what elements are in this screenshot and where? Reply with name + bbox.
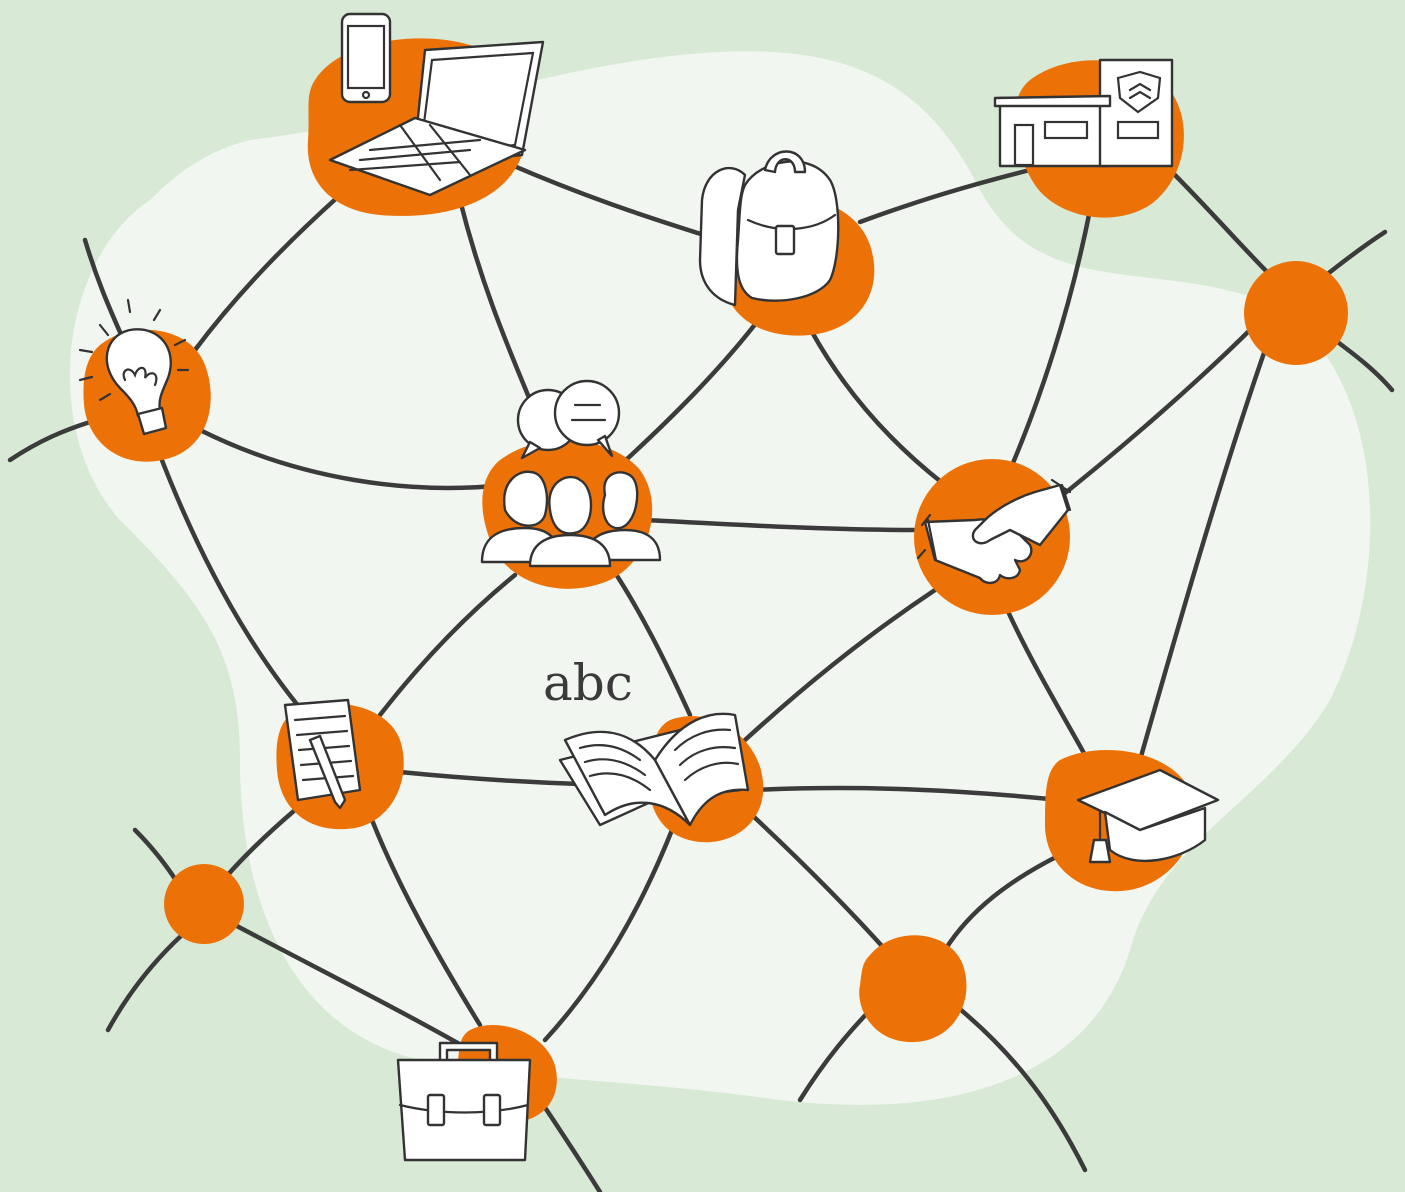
edge [197,427,508,491]
laptop-phone-icon [328,12,545,197]
edge [7,419,93,463]
handshake-icon [916,478,1072,585]
edges [7,157,1395,1192]
edge [942,852,1063,953]
edge [232,922,473,1053]
edge [1332,337,1395,393]
briefcase-icon [396,1041,532,1162]
edge [742,587,938,743]
edge [1167,167,1278,283]
edge [952,1002,1088,1173]
edge [749,812,893,958]
edge [607,562,693,718]
edge [612,315,763,473]
edge [192,192,343,353]
edge [1002,602,1088,758]
edge [105,932,185,1033]
edge [1007,207,1093,473]
node-plain-bottom [859,935,967,1043]
edge [369,817,483,1028]
backpack-icon [698,150,840,307]
abc-label: abc [543,654,633,712]
edge [642,517,918,533]
edge [857,167,1033,225]
edge [397,769,583,787]
edge [457,197,533,403]
open-book-icon [558,712,750,827]
edge [752,785,1063,803]
inner-region [69,51,1371,1105]
lightbulb-icon [78,298,190,436]
document-pencil-icon [283,698,362,810]
school-building-icon [993,58,1174,168]
people-discussion-icon [480,379,662,568]
node-plain-left [164,864,244,944]
node-plain-right [1244,261,1348,365]
graduation-cap-icon [1076,768,1220,864]
edge [497,157,723,243]
edge [1047,322,1258,508]
edge [537,1097,603,1192]
edge [377,572,518,718]
edge [809,329,948,488]
edge [1317,229,1388,283]
edge [1137,347,1268,763]
edge [155,447,313,723]
edge [542,827,675,1043]
